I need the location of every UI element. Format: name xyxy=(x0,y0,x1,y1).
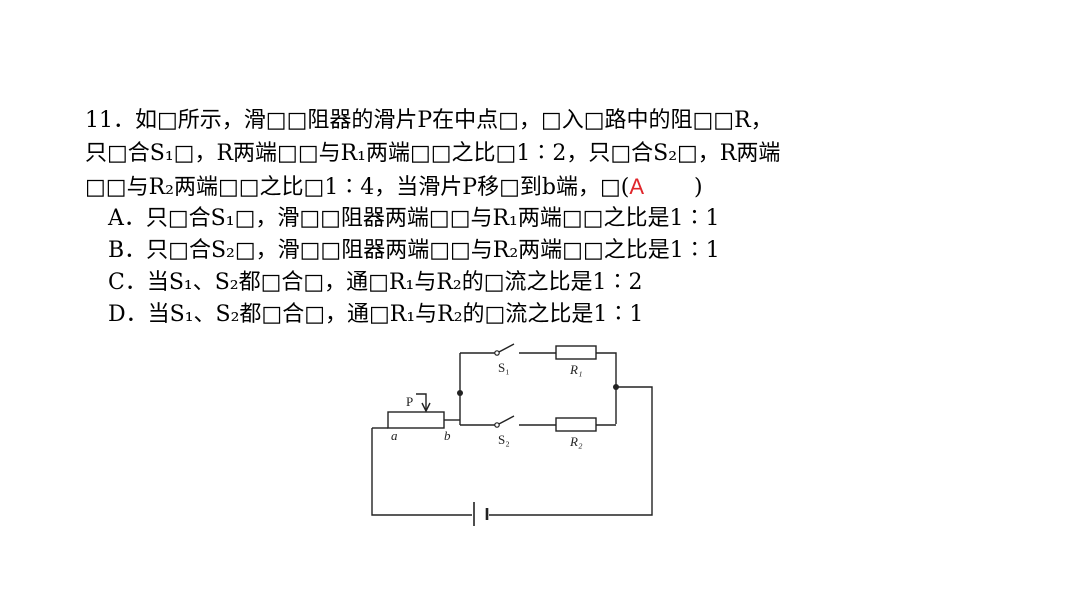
resistor-r2 xyxy=(555,417,597,432)
label-a: a xyxy=(391,428,398,443)
option-a: A．只□合S₁□，滑□□阻器两端□□与R₁两端□□之比是1∶1 xyxy=(108,206,720,231)
answer-mark: A xyxy=(629,174,645,199)
junction-right xyxy=(613,384,619,390)
circuit-diagram: S₁ R₁ S₂ R₂ P a b xyxy=(371,343,653,526)
label-r2: R₂ xyxy=(569,434,583,449)
option-b: B．只□合S₂□，滑□□阻器两端□□与R₂两端□□之比是1∶1 xyxy=(108,238,720,263)
slider-wire xyxy=(416,393,427,410)
answer-paren-close: ) xyxy=(694,175,703,200)
wire-left-bottom xyxy=(371,428,472,516)
rheostat-body xyxy=(387,411,445,429)
option-c: C．当S₁、S₂都□合□，通□R₁与R₂的□流之比是1∶2 xyxy=(108,270,643,295)
label-b: b xyxy=(444,428,451,443)
question-line-3-text: □□与R₂两端□□之比□1∶4，当滑片P移□到b端，□( xyxy=(85,175,630,200)
label-s1: S₁ xyxy=(498,360,510,375)
question-line-2: 只□合S₁□，R两端□□与R₁两端□□之比□1∶2，只□合S₂□，R两端 xyxy=(85,141,781,166)
wire-right-bottom xyxy=(489,386,653,516)
switch-s2-pivot xyxy=(494,422,500,428)
option-d: D．当S₁、S₂都□合□，通□R₁与R₂的□流之比是1∶1 xyxy=(108,302,644,327)
switch-s2-blade xyxy=(496,415,515,426)
wire-top-3 xyxy=(596,352,617,424)
question-line-3: □□与R₂两端□□之比□1∶4，当滑片P移□到b端，□(A) xyxy=(85,172,703,203)
switch-s1-pivot xyxy=(494,350,500,356)
question-line-1: 11．如□所示，滑□□阻器的滑片P在中点□，□入□路中的阻□□R， xyxy=(85,108,773,133)
switch-s1-blade xyxy=(496,343,515,354)
label-s2: S₂ xyxy=(498,432,510,447)
label-r1: R₁ xyxy=(569,362,582,377)
label-p: P xyxy=(406,394,413,409)
resistor-r1 xyxy=(555,345,597,360)
slider-arrow xyxy=(421,402,431,413)
junction-left xyxy=(457,390,463,396)
